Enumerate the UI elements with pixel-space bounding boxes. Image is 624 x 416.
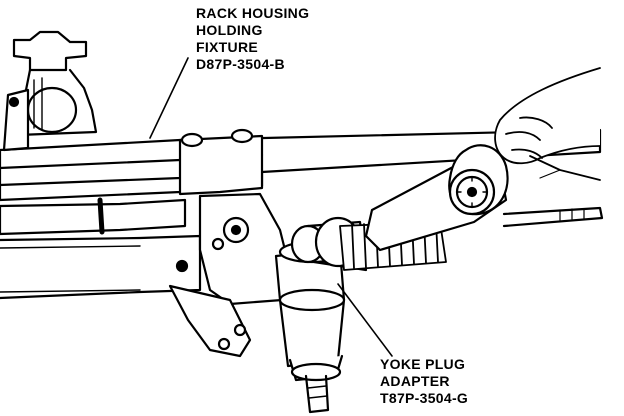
yoke-adapter-part-number: T87P-3504-G	[380, 390, 469, 406]
rack-fixture-part-number: D87P-3504-B	[196, 56, 285, 72]
mounting-bracket	[168, 128, 292, 358]
fixture-clamp	[2, 30, 98, 152]
yoke-adapter-callout: YOKE PLUG ADAPTER T87P-3504-G	[380, 356, 468, 407]
yoke-adapter-line-1: YOKE PLUG	[380, 356, 466, 372]
rack-fixture-line-1: RACK HOUSING	[196, 5, 310, 21]
rack-housing-tube	[0, 197, 202, 300]
yoke-housing	[274, 240, 346, 414]
hand	[494, 67, 601, 181]
torque-wrench	[364, 144, 604, 252]
yoke-adapter-leader	[337, 283, 393, 357]
rack-fixture-leader	[149, 57, 189, 139]
yoke-adapter-line-2: ADAPTER	[380, 373, 450, 389]
rack-fixture-line-2: HOLDING	[196, 22, 263, 38]
rack-fixture-line-3: FIXTURE	[196, 39, 258, 55]
rack-fixture-callout: RACK HOUSING HOLDING FIXTURE D87P-3504-B	[196, 5, 309, 73]
